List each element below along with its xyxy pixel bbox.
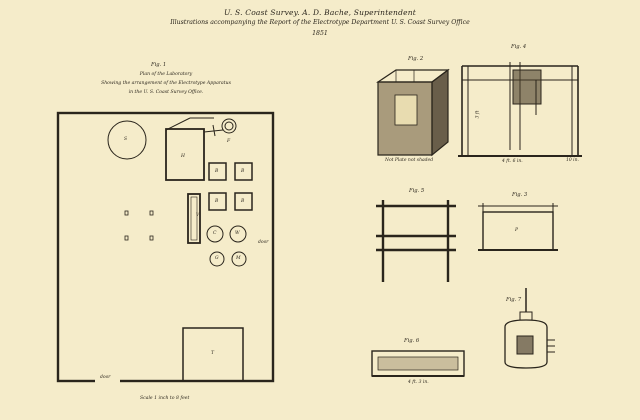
- fig1-letter-b3: B: [215, 199, 219, 204]
- fig6-dim: 4 ft. 3 in.: [408, 380, 429, 385]
- fig3-letter: P: [515, 228, 519, 233]
- fig5-label: Fig. 5: [409, 188, 425, 194]
- fig4-dim-left: 3 ft: [475, 110, 481, 119]
- fig3-label: Fig. 3: [512, 192, 528, 198]
- fig1-caption-line-1: Plan of the Laboratory: [139, 72, 193, 77]
- fig1-letter-m: M: [236, 256, 241, 261]
- fig1-door-right: door: [258, 240, 269, 245]
- fig3-drawing: [478, 203, 558, 251]
- fig1-letter-v: V: [196, 213, 200, 218]
- plate-year: 1851: [312, 30, 328, 37]
- fig1-letter-g: G: [215, 256, 219, 261]
- fig5-drawing: [376, 200, 456, 282]
- fig1-letter-t: T: [211, 351, 215, 356]
- fig1-letter-b1: B: [215, 169, 219, 174]
- fig7-drawing: [504, 288, 555, 369]
- fig1-door-bottom: door: [100, 375, 111, 380]
- fig6-drawing: [371, 350, 465, 377]
- fig7-label: Fig. 7: [506, 297, 522, 303]
- fig4-dim-bottom: 4 ft. 6 in.: [502, 159, 523, 164]
- fig2-note: Not Plate not shaded: [385, 158, 434, 163]
- fig1-letter-f: F: [227, 139, 231, 144]
- fig1-letter-c: C: [213, 231, 217, 236]
- fig1-label: Fig. 1: [151, 62, 167, 68]
- fig1-letter-w: W: [235, 231, 240, 236]
- fig1-letter-s: S: [124, 137, 128, 142]
- fig4-label: Fig. 4: [511, 44, 527, 50]
- fig1-scale: Scale 1 inch to 8 feet: [140, 396, 190, 401]
- fig1-plan-drawing: [56, 111, 275, 383]
- fig1-caption-line-2: Showing the arrangement of the Electroty…: [101, 81, 231, 86]
- fig1-letter-b2: B: [241, 169, 245, 174]
- fig2-label: Fig. 2: [408, 56, 424, 62]
- plate-title: U. S. Coast Survey. A. D. Bache, Superin…: [224, 8, 416, 17]
- fig1-letter-b4: B: [241, 199, 245, 204]
- fig6-label: Fig. 6: [404, 338, 420, 344]
- fig1-letter-h: H: [181, 154, 185, 159]
- fig1-caption-line-3: in the U. S. Coast Survey Office.: [128, 90, 204, 95]
- fig4-dim-right: 10 in.: [566, 158, 579, 163]
- fig2-drawing: [376, 68, 450, 157]
- plate-subtitle: Illustrations accompanying the Report of…: [170, 19, 470, 26]
- fig4-drawing: [458, 62, 582, 157]
